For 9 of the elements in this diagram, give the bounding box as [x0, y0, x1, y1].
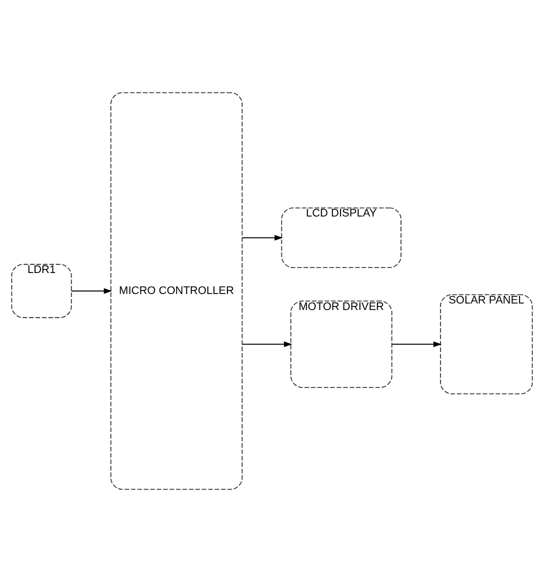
node-box: LCD DISPLAY: [281, 206, 402, 268]
node-box: MOTOR DRIVER: [290, 300, 392, 388]
arrow: [242, 234, 283, 240]
node-box: SOLAR PANEL: [440, 294, 533, 394]
arrow: [392, 340, 442, 347]
arrow: [242, 340, 292, 347]
arrow: [71, 288, 112, 294]
node-box: MICRO CONTROLLER: [110, 92, 243, 490]
node-box: LDR1: [11, 263, 72, 318]
